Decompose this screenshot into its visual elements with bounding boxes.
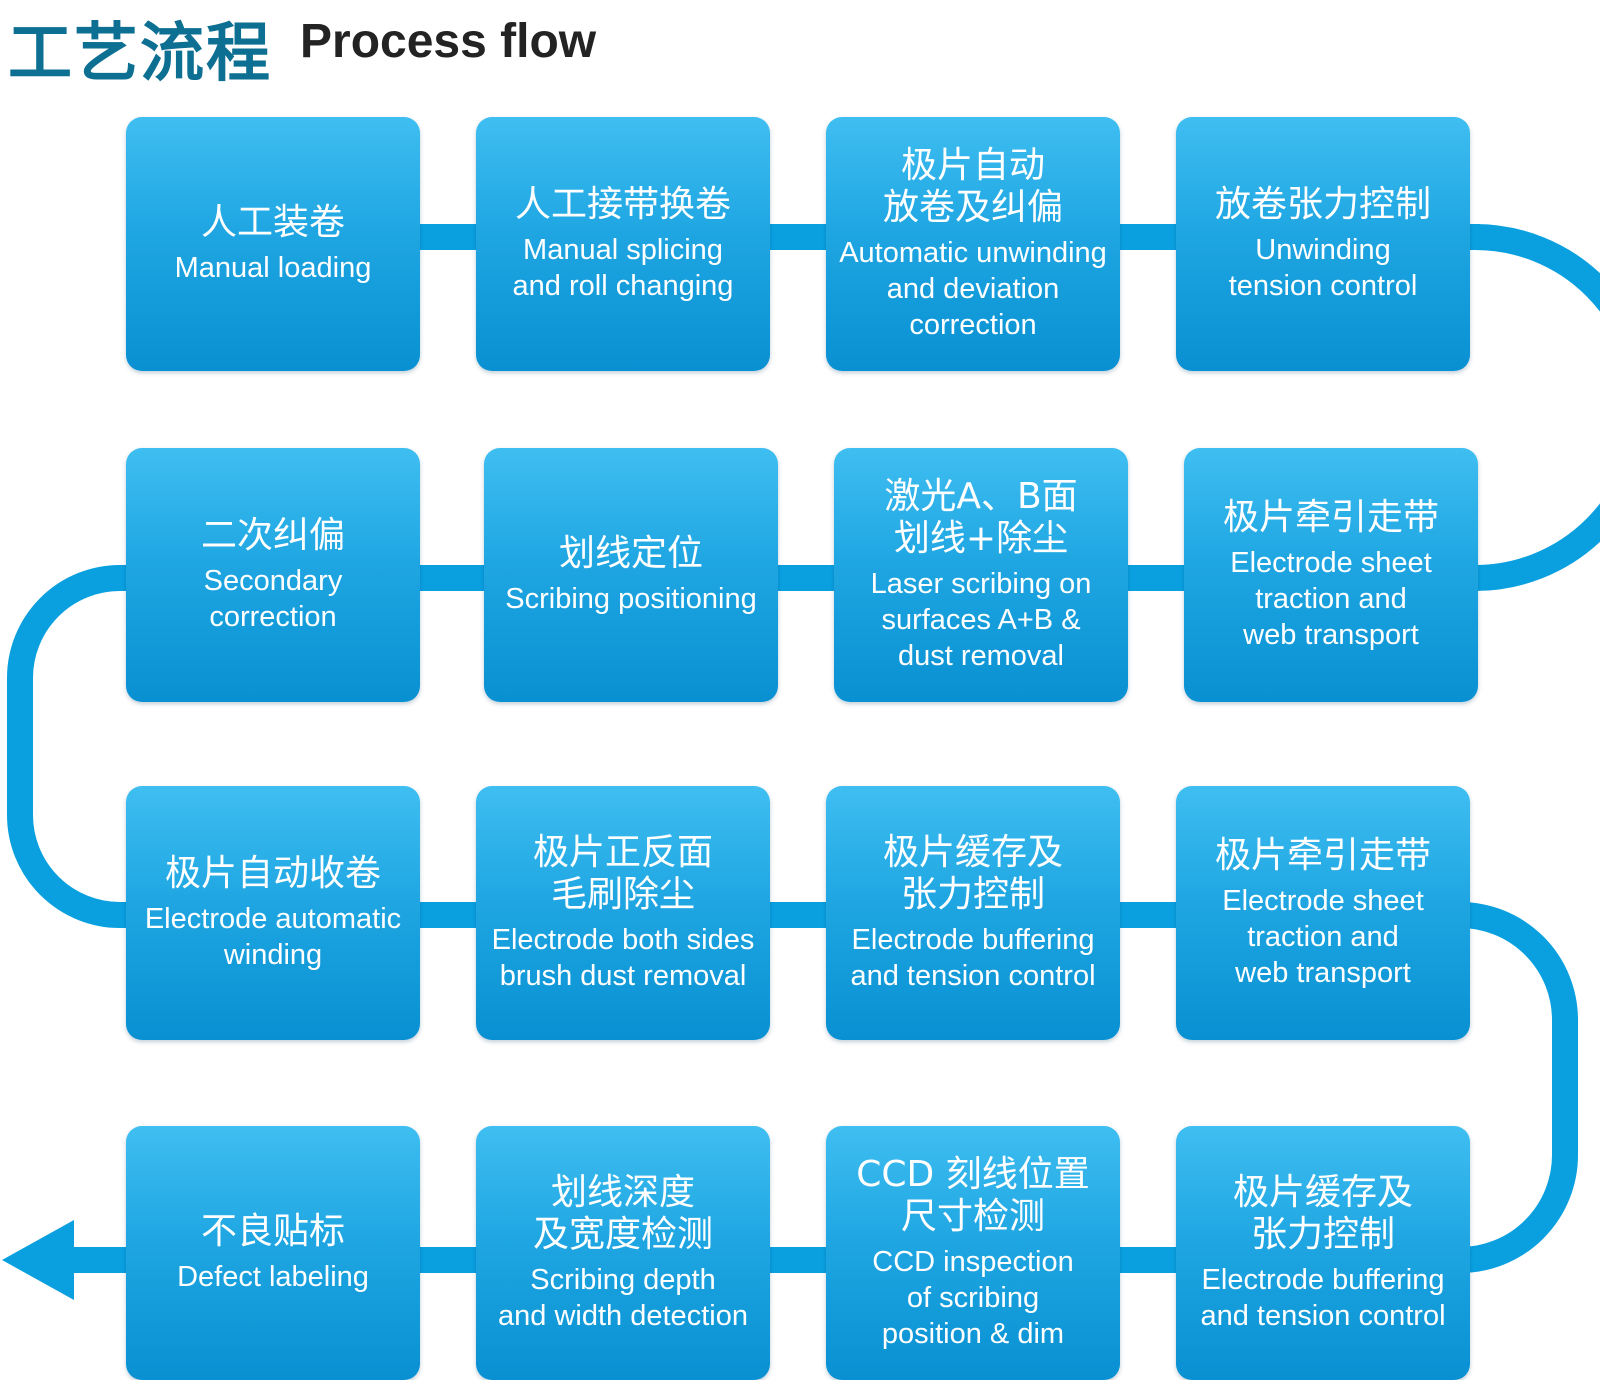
step-automatic-unwinding: 极片自动 放卷及纠偏 Automatic unwinding and devia…	[826, 117, 1120, 371]
step-label-en: Manual splicing and roll changing	[512, 234, 734, 302]
step-label-zh: 极片自动 放卷及纠偏	[882, 145, 1063, 228]
connector-loop-right-1	[1440, 224, 1600, 591]
step-label-zh: 划线深度 及宽度检测	[532, 1172, 713, 1255]
page-title-chinese: 工艺流程	[8, 17, 272, 91]
step-label-en: Electrode sheet traction and web transpo…	[1230, 547, 1432, 651]
step-label-zh: 人工装卷	[200, 202, 345, 243]
step-label-en: Electrode sheet traction and web transpo…	[1222, 885, 1424, 989]
connector-loop-left	[7, 565, 140, 928]
step-label-en: Scribing positioning	[505, 583, 757, 615]
step-label-zh: 放卷张力控制	[1214, 184, 1431, 225]
step-label-en: Laser scribing on surfaces A+B & dust re…	[870, 568, 1092, 672]
step-manual-loading: 人工装卷 Manual loading	[126, 117, 420, 371]
step-label-en: Unwinding tension control	[1228, 234, 1418, 302]
step-laser-scribing: 激光A、B面 划线+除尘 Laser scribing on surfaces …	[834, 448, 1128, 702]
step-label-en: Scribing depth and width detection	[498, 1264, 748, 1332]
step-label-zh: 极片缓存及 张力控制	[882, 832, 1063, 915]
step-label-zh: CCD 刻线位置 尺寸检测	[856, 1154, 1090, 1237]
step-secondary-correction: 二次纠偏 Secondary correction	[126, 448, 420, 702]
step-label-zh: 激光A、B面 划线+除尘	[884, 476, 1078, 559]
step-label-en: Manual loading	[174, 252, 372, 284]
step-label-zh: 二次纠偏	[200, 515, 345, 556]
arrow-left-icon	[2, 1220, 74, 1300]
step-label-en: Defect labeling	[177, 1261, 369, 1293]
step-label-en: CCD inspection of scribing position & di…	[872, 1246, 1074, 1350]
step-defect-labeling: 不良贴标 Defect labeling	[126, 1126, 420, 1380]
connector-loop-right-2	[1440, 902, 1578, 1273]
step-unwinding-tension-control: 放卷张力控制 Unwinding tension control	[1176, 117, 1470, 371]
step-label-zh: 极片缓存及 张力控制	[1232, 1172, 1413, 1255]
step-label-zh: 极片牵引走带	[1214, 835, 1431, 876]
step-ccd-inspection: CCD 刻线位置 尺寸检测 CCD inspection of scribing…	[826, 1126, 1120, 1380]
step-label-zh: 极片牵引走带	[1222, 497, 1439, 538]
step-brush-dust-removal: 极片正反面 毛刷除尘 Electrode both sides brush du…	[476, 786, 770, 1040]
page-title-english: Process flow	[300, 15, 597, 68]
step-label-zh: 人工接带换卷	[514, 184, 731, 225]
step-label-zh: 极片自动收卷	[164, 853, 381, 894]
step-manual-splicing: 人工接带换卷 Manual splicing and roll changing	[476, 117, 770, 371]
step-buffering-tension-control-2: 极片缓存及 张力控制 Electrode buffering and tensi…	[1176, 1126, 1470, 1380]
step-buffering-tension-control-1: 极片缓存及 张力控制 Electrode buffering and tensi…	[826, 786, 1120, 1040]
step-label-en: Electrode automatic winding	[144, 903, 402, 971]
step-label-en: Automatic unwinding and deviation correc…	[839, 237, 1107, 341]
step-label-en: Secondary correction	[203, 565, 343, 633]
step-traction-web-transport-1: 极片牵引走带 Electrode sheet traction and web …	[1184, 448, 1478, 702]
step-traction-web-transport-2: 极片牵引走带 Electrode sheet traction and web …	[1176, 786, 1470, 1040]
step-label-en: Electrode both sides brush dust removal	[491, 924, 755, 992]
step-label-zh: 极片正反面 毛刷除尘	[532, 832, 713, 915]
step-scribing-depth-detection: 划线深度 及宽度检测 Scribing depth and width dete…	[476, 1126, 770, 1380]
step-scribing-positioning: 划线定位 Scribing positioning	[484, 448, 778, 702]
step-automatic-winding: 极片自动收卷 Electrode automatic winding	[126, 786, 420, 1040]
step-label-zh: 不良贴标	[200, 1211, 345, 1252]
step-label-en: Electrode buffering and tension control	[1200, 1264, 1446, 1332]
step-label-zh: 划线定位	[558, 533, 703, 574]
header: 工艺流程 Process flow	[8, 0, 808, 91]
step-label-en: Electrode buffering and tension control	[850, 924, 1096, 992]
